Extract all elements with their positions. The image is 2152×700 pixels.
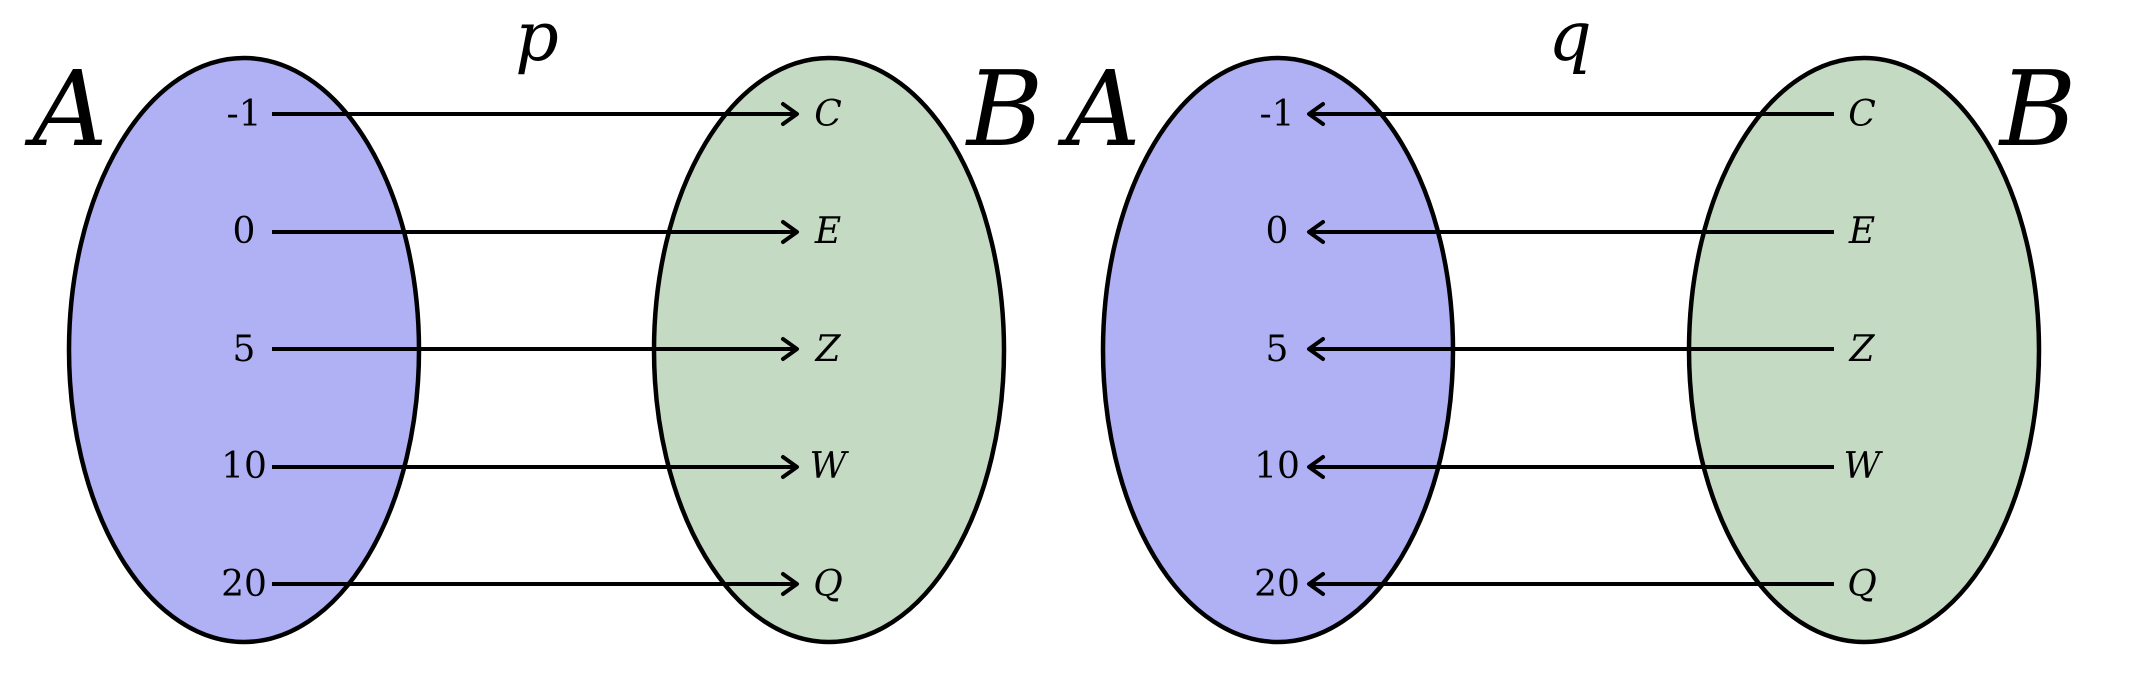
mapping-arrow xyxy=(272,455,799,479)
domain-element: 10 xyxy=(221,446,267,487)
diagram-q: q A B -1 0 5 10 20 C E Z W Q xyxy=(1057,0,2076,645)
codomain-element: C xyxy=(814,94,842,135)
mapping-arrow xyxy=(1307,220,1834,244)
domain-element: 20 xyxy=(221,564,267,605)
domain-element: 5 xyxy=(233,329,256,370)
diagram-p: p A B -1 0 5 10 20 C E Z W Q xyxy=(24,0,1043,645)
domain-element: 0 xyxy=(233,211,256,252)
mapping-arrow xyxy=(272,220,799,244)
domain-element: -1 xyxy=(1259,94,1294,135)
set-a-label: A xyxy=(24,48,107,170)
set-a-label: A xyxy=(1057,48,1140,170)
set-b-label: B xyxy=(965,48,1043,170)
mapping-arrow xyxy=(1307,337,1834,361)
mapping-arrow xyxy=(272,572,799,596)
codomain-element: E xyxy=(814,211,841,252)
codomain-element: Z xyxy=(1848,329,1875,370)
codomain-element: C xyxy=(1848,94,1876,135)
codomain-element: Q xyxy=(813,564,843,605)
domain-element: -1 xyxy=(226,94,261,135)
mapping-arrow xyxy=(1307,455,1834,479)
domain-element: 0 xyxy=(1266,211,1289,252)
codomain-element: Q xyxy=(1847,564,1877,605)
mapping-arrow xyxy=(272,337,799,361)
mapping-arrow xyxy=(1307,102,1834,126)
domain-element: 10 xyxy=(1254,446,1300,487)
codomain-element: E xyxy=(1848,211,1875,252)
codomain-element: W xyxy=(809,446,849,487)
mapping-arrow xyxy=(1307,572,1834,596)
map-label: q xyxy=(1548,0,1592,77)
domain-element: 5 xyxy=(1266,329,1289,370)
mapping-arrow xyxy=(272,102,799,126)
domain-element: 20 xyxy=(1254,564,1300,605)
map-label: p xyxy=(515,0,559,77)
codomain-element: Z xyxy=(814,329,841,370)
set-b-label: B xyxy=(1998,48,2076,170)
codomain-element: W xyxy=(1843,446,1883,487)
